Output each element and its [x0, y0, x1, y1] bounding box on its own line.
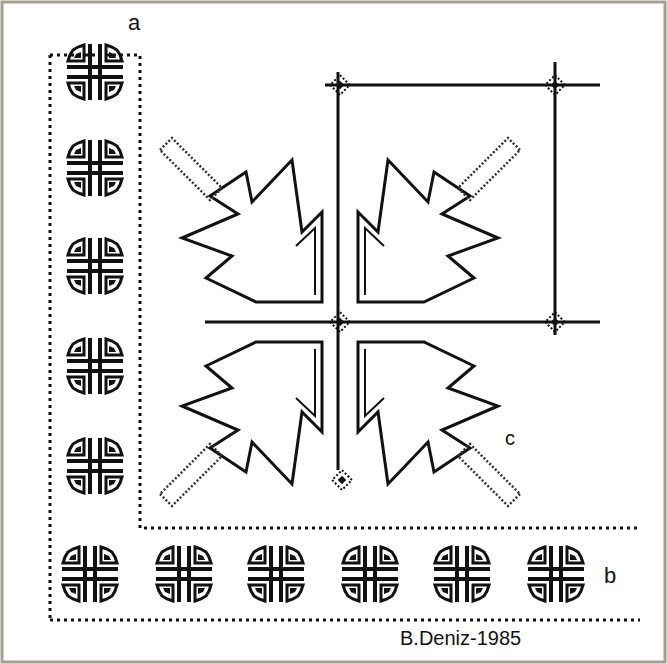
panel-letter: b — [604, 565, 616, 587]
signature: B.Deniz-1985 — [400, 628, 521, 648]
panel-letter: c — [505, 428, 515, 448]
panel-letter: a — [128, 12, 140, 34]
